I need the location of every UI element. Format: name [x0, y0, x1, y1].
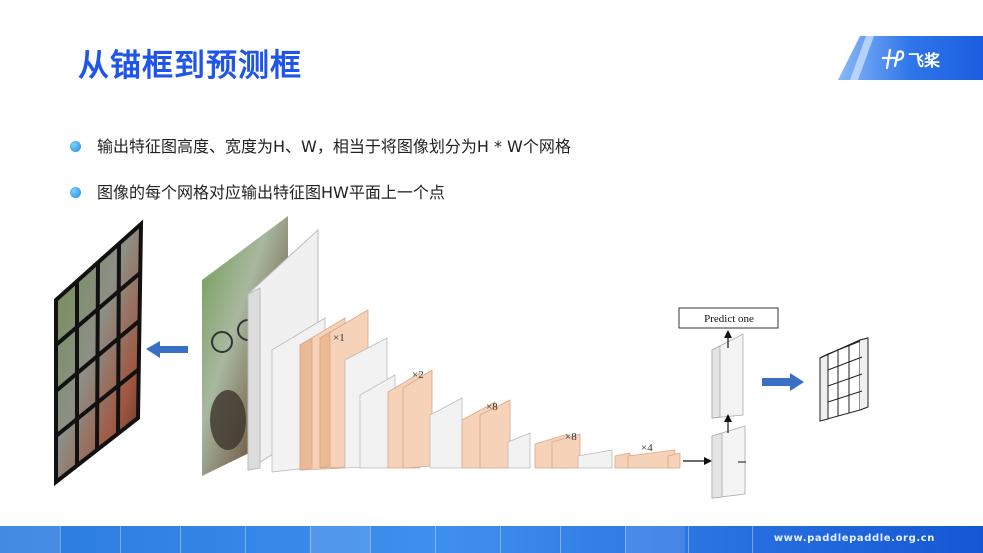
logo-name: 飞桨: [908, 53, 941, 70]
arrow-left-icon: [146, 341, 188, 358]
footer-divider: [625, 526, 626, 553]
yolo-architecture-diagram: ×1 ×2 ×8 ×8 ×4: [54, 216, 869, 499]
conv-block: [429, 397, 463, 469]
footer-divider: [560, 526, 561, 553]
footer-divider: [180, 526, 181, 553]
slide-title: 从锚框到预测框: [78, 48, 302, 84]
arrow-right-icon: [683, 457, 712, 465]
predict-label: Predict one: [704, 313, 754, 325]
footer-segment: [310, 526, 370, 553]
footer-segment: [625, 526, 685, 553]
conv-block: [577, 449, 613, 469]
footer-divider: [120, 526, 121, 553]
multiplier-label: ×2: [412, 369, 424, 381]
gridded-input-image: [54, 219, 144, 487]
footer-divider: [435, 526, 436, 553]
residual-block-x1: [271, 309, 369, 473]
residual-block-x2: [359, 369, 433, 469]
footer-divider: [60, 526, 61, 553]
footer-segment: [0, 526, 60, 553]
multiplier-label: ×8: [486, 401, 498, 413]
bullet-dot-icon: [70, 141, 81, 152]
bullet-dot-icon: [70, 187, 81, 198]
footer-bar: www.paddlepaddle.org.cn: [0, 526, 983, 553]
footer-divider: [245, 526, 246, 553]
output-feature-grid: [819, 337, 869, 422]
footer-divider: [688, 526, 689, 553]
multiplier-label: ×1: [333, 332, 345, 344]
multiplier-label: ×4: [641, 442, 653, 454]
residual-block-x8: [461, 399, 511, 469]
footer-divider: [500, 526, 501, 553]
multiplier-label: ×8: [565, 431, 577, 443]
paddlepaddle-logo: 飞桨: [838, 36, 983, 80]
conv-block: [507, 432, 531, 469]
footer-divider: [370, 526, 371, 553]
detection-head: [711, 333, 746, 499]
footer-divider: [310, 526, 311, 553]
residual-block-x4: [614, 449, 681, 469]
arrow-right-blue-icon: [762, 373, 804, 391]
predict-label-box: [678, 307, 779, 329]
residual-block-x8: [534, 433, 581, 469]
bullet-text: 图像的每个网格对应输出特征图HW平面上一个点: [97, 183, 445, 202]
footer-url: www.paddlepaddle.org.cn: [773, 533, 935, 544]
bullet-text: 输出特征图高度、宽度为H、W，相当于将图像划分为H * W个网格: [97, 137, 571, 156]
footer-divider: [752, 526, 753, 553]
